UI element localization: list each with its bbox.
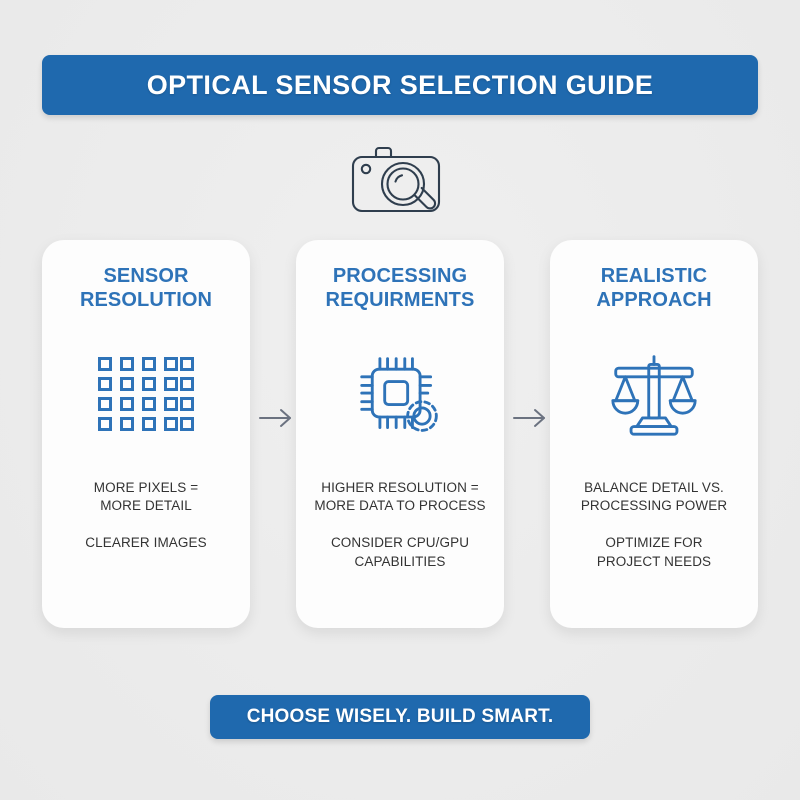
card-text-line: CLEARER IMAGES: [85, 535, 207, 551]
card-heading-line-1: REALISTIC: [600, 265, 708, 287]
cards-row: SENSOR RESOLUTION: [42, 240, 758, 630]
card-text-primary: HIGHER RESOLUTION = MORE DATA TO PROCESS: [308, 479, 492, 516]
card-sensor-resolution[interactable]: SENSOR RESOLUTION: [42, 240, 250, 628]
card-text-primary: BALANCE DETAIL VS. PROCESSING POWER: [562, 479, 746, 516]
card-heading-line-2: REQUIRMENTS: [325, 289, 475, 312]
card-text-line: CAPABILITIES: [354, 553, 446, 569]
card-heading: PROCESSING REQUIRMENTS: [308, 264, 492, 313]
card-text-line: MORE DATA TO PROCESS: [314, 498, 486, 514]
card-text-line: BALANCE DETAIL VS.: [584, 479, 724, 495]
footer-banner: CHOOSE WISELY. BUILD SMART.: [210, 695, 590, 739]
page-title: OPTICAL SENSOR SELECTION GUIDE: [146, 69, 654, 100]
balance-scale-icon: [602, 349, 706, 441]
header-banner: OPTICAL SENSOR SELECTION GUIDE: [42, 55, 758, 115]
card-text-line: MORE PIXELS =: [93, 479, 199, 495]
card-text-primary: MORE PIXELS = MORE DETAIL: [54, 479, 238, 516]
arrow-right-icon: [512, 405, 552, 431]
arrow-right-icon: [258, 405, 298, 431]
card-text-line: PROJECT NEEDS: [596, 553, 712, 569]
card-text-secondary: CLEARER IMAGES: [54, 534, 238, 553]
cpu-chip-gear-icon: [350, 349, 450, 441]
card-text-line: CONSIDER CPU/GPU: [330, 535, 470, 551]
card-realistic-approach[interactable]: REALISTIC APPROACH: [550, 240, 758, 628]
card-body: HIGHER RESOLUTION = MORE DATA TO PROCESS…: [308, 479, 492, 572]
card-processing-requirements[interactable]: PROCESSING REQUIRMENTS: [296, 240, 504, 628]
card-heading: REALISTIC APPROACH: [562, 264, 746, 313]
pixel-grid-icon: [94, 349, 198, 441]
card-body: MORE PIXELS = MORE DETAIL CLEARER IMAGES: [54, 479, 238, 553]
card-text-line: OPTIMIZE FOR: [605, 535, 703, 551]
card-text-line: PROCESSING POWER: [580, 498, 728, 514]
camera-magnifier-icon: [346, 143, 454, 219]
card-heading-line-2: APPROACH: [596, 289, 712, 312]
footer-tagline: CHOOSE WISELY. BUILD SMART.: [246, 706, 554, 727]
card-body: BALANCE DETAIL VS. PROCESSING POWER OPTI…: [562, 479, 746, 572]
card-heading-line-1: PROCESSING: [332, 265, 468, 287]
card-text-line: HIGHER RESOLUTION =: [321, 479, 479, 495]
card-text-secondary: OPTIMIZE FOR PROJECT NEEDS: [562, 534, 746, 571]
card-text-secondary: CONSIDER CPU/GPU CAPABILITIES: [308, 534, 492, 571]
card-heading-line-1: SENSOR: [103, 265, 189, 287]
card-text-line: MORE DETAIL: [100, 498, 192, 514]
card-heading-line-2: RESOLUTION: [79, 289, 213, 312]
card-heading: SENSOR RESOLUTION: [54, 264, 238, 313]
